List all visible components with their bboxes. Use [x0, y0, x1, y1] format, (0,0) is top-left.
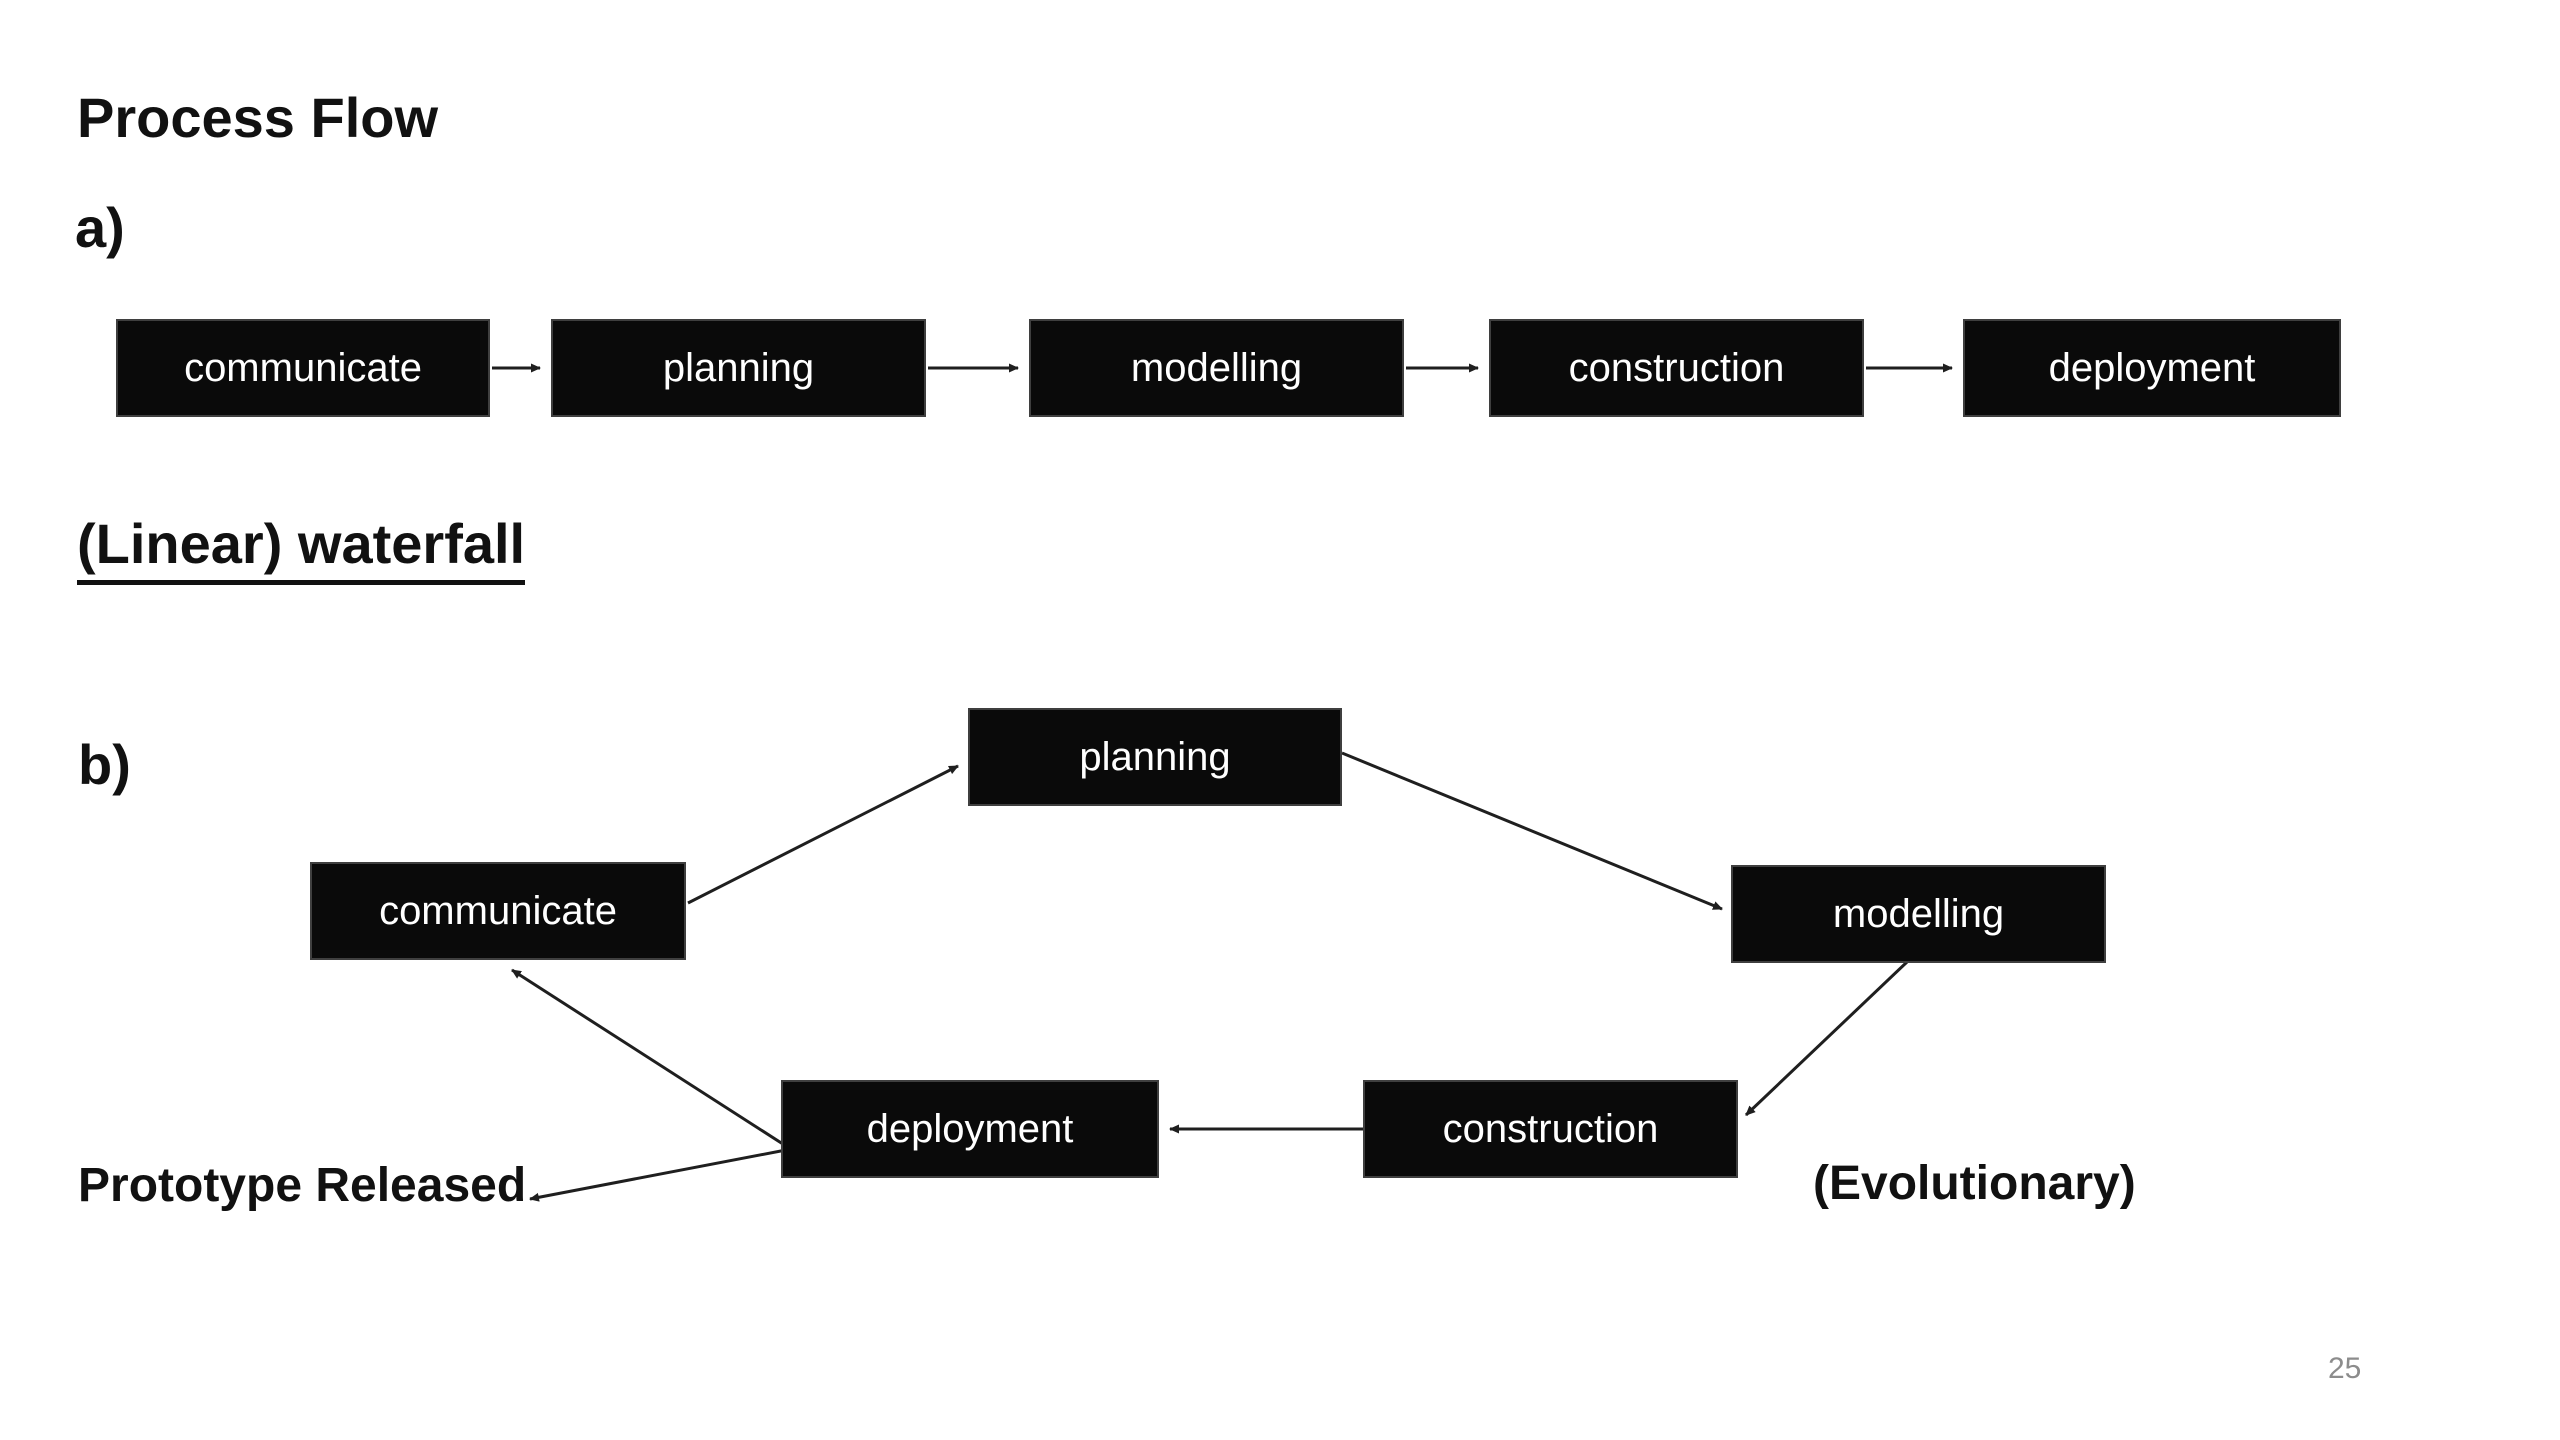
process-box-b-modelling: modelling [1731, 865, 2106, 963]
process-box-a-deployment: deployment [1963, 319, 2341, 417]
section-b-caption: (Evolutionary) [1813, 1157, 2136, 1210]
process-box-b-deployment: deployment [781, 1080, 1159, 1178]
process-box-b-construction: construction [1363, 1080, 1738, 1178]
process-box-a-communicate: communicate [116, 319, 490, 417]
process-box-b-planning: planning [968, 708, 1342, 806]
arrow-b-deployment-to-communicate [511, 968, 787, 1148]
page-title: Process Flow [77, 86, 439, 149]
arrow-b-modelling-to-construction [1744, 960, 1909, 1117]
page-number: 25 [2328, 1352, 2362, 1385]
process-box-a-modelling: modelling [1029, 319, 1404, 417]
arrow-b-deployment-to-prototype-released [529, 1148, 787, 1202]
prototype-released-label: Prototype Released [78, 1159, 527, 1212]
arrow-b-communicate-to-planning [687, 764, 959, 905]
process-box-b-communicate: communicate [310, 862, 686, 960]
process-box-a-construction: construction [1489, 319, 1864, 417]
arrow-b-planning-to-modelling [1341, 751, 1723, 911]
section-a-caption: (Linear) waterfall [77, 512, 526, 586]
section-b-label: b) [78, 733, 131, 796]
process-box-a-planning: planning [551, 319, 926, 417]
section-a-label: a) [75, 196, 125, 259]
